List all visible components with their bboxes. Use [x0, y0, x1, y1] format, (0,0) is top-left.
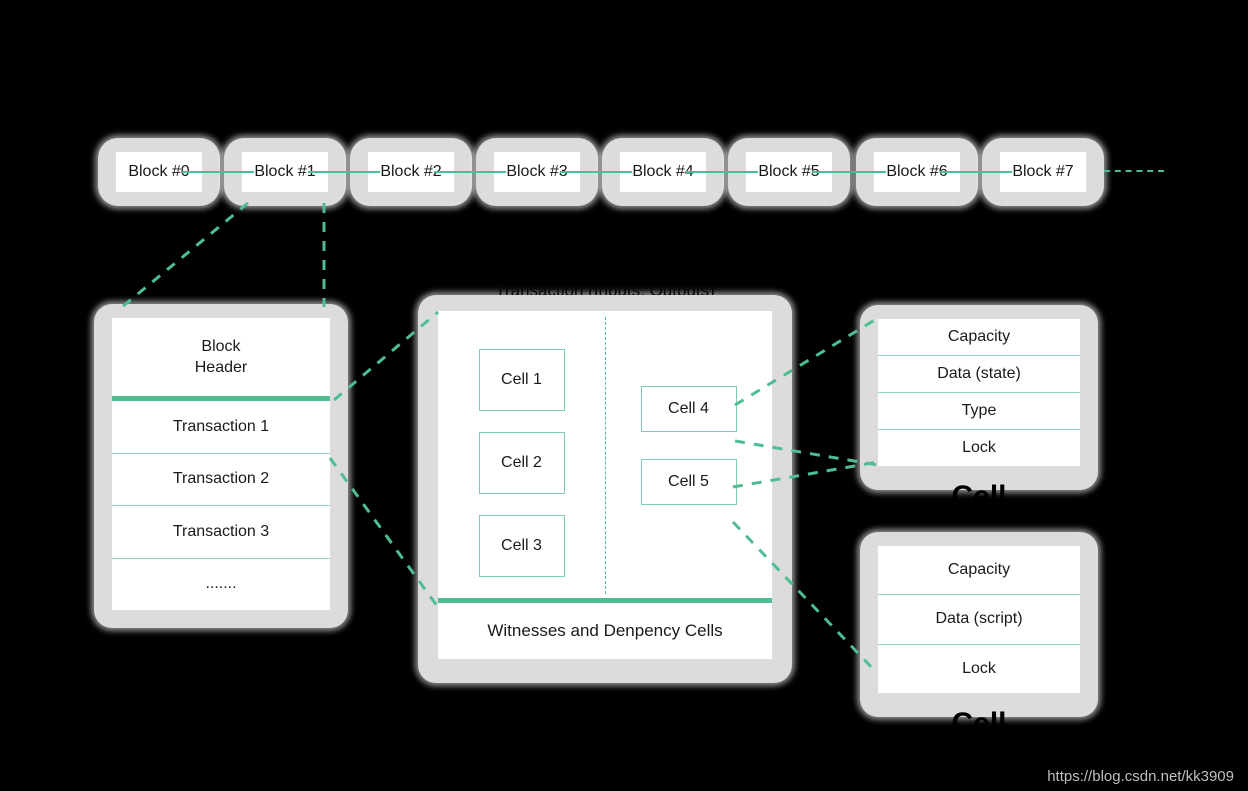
transaction-inputs-column: Cell 1 Cell 2 Cell 3 — [438, 311, 605, 598]
block-transaction-row[interactable]: Transaction 3 — [112, 506, 330, 559]
chain-link-0-1 — [182, 171, 254, 173]
chain-link-2-3 — [434, 171, 506, 173]
input-cell-box[interactable]: Cell 2 — [478, 432, 565, 494]
cell-detail-panel-state[interactable]: Capacity Data (state) Type Lock Cell — [860, 305, 1098, 504]
chain-link-6-7 — [940, 171, 1012, 173]
transaction-panel-body: Cell 1 Cell 2 Cell 3 Cell 4 Cell 5 Witne… — [438, 311, 772, 659]
transaction-panel-title: Transaction (Inputs, Outputs) — [495, 281, 715, 295]
block-transaction-row[interactable]: Transaction 2 — [112, 454, 330, 506]
chain-link-4-5 — [686, 171, 758, 173]
block-header-cell: Block Header — [112, 318, 330, 401]
watermark: https://blog.csdn.net/kk3909 — [1047, 768, 1234, 785]
cell-field-type: Type — [878, 393, 1080, 430]
cell-panel-caption: Cell — [951, 482, 1007, 504]
input-cell-box[interactable]: Cell 1 — [478, 349, 565, 411]
transaction-outputs-column: Cell 4 Cell 5 — [605, 311, 772, 598]
transaction-panel[interactable]: Cell 1 Cell 2 Cell 3 Cell 4 Cell 5 Witne… — [418, 295, 792, 683]
chain-block-7[interactable]: Block #7 — [982, 138, 1104, 206]
cell-detail-panel-script[interactable]: Capacity Data (script) Lock Cell — [860, 532, 1098, 731]
transaction-cells-area: Cell 1 Cell 2 Cell 3 Cell 4 Cell 5 — [438, 311, 772, 603]
cell-script-body: Capacity Data (script) Lock — [878, 546, 1080, 693]
chain-block-2[interactable]: Block #2 — [350, 138, 472, 206]
block-detail-panel[interactable]: Block Header Transaction 1 Transaction 2… — [94, 304, 348, 628]
chain-block-label: Block #5 — [746, 152, 832, 192]
chain-continuation-dashes — [1104, 170, 1164, 172]
cell-field-data: Data (state) — [878, 356, 1080, 393]
chain-link-1-2 — [308, 171, 380, 173]
chain-block-label: Block #7 — [1000, 152, 1086, 192]
inputs-outputs-divider — [605, 317, 606, 594]
wire-block1-to-detail-left — [121, 201, 249, 309]
cell-field-capacity: Capacity — [878, 319, 1080, 356]
cell-panel-caption: Cell — [951, 709, 1007, 731]
transaction-footer-label: Witnesses and Denpency Cells — [487, 621, 723, 640]
chain-link-3-4 — [560, 171, 632, 173]
input-cell-box[interactable]: Cell 3 — [478, 515, 565, 577]
cell-field-data: Data (script) — [878, 595, 1080, 645]
chain-block-label: Block #2 — [368, 152, 454, 192]
cell-field-capacity: Capacity — [878, 546, 1080, 596]
block-transaction-row[interactable]: Transaction 1 — [112, 401, 330, 454]
cell-state-body: Capacity Data (state) Type Lock — [878, 319, 1080, 466]
cell-field-lock: Lock — [962, 439, 996, 456]
chain-link-5-6 — [812, 171, 886, 173]
block-transaction-ellipsis: ....... — [205, 575, 237, 593]
output-cell-box[interactable]: Cell 4 — [640, 386, 737, 432]
block-detail-body: Block Header Transaction 1 Transaction 2… — [112, 318, 330, 610]
cell-field-lock: Lock — [962, 659, 996, 677]
output-cell-box[interactable]: Cell 5 — [640, 459, 737, 505]
